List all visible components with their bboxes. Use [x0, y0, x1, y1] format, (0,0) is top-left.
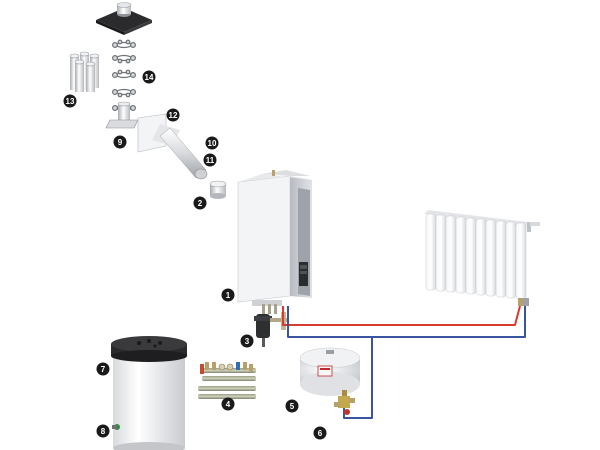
callout-pipe-end: 11 [203, 153, 217, 167]
callout-marker [96, 424, 110, 438]
callout-number: 8 [101, 427, 106, 436]
return-pipe [287, 306, 526, 419]
callout-number: 2 [198, 199, 203, 208]
callout-marker [166, 108, 180, 122]
radiator [424, 210, 540, 306]
callout-expansion-vessel: 5 [285, 399, 299, 413]
flow-pipe [282, 305, 521, 326]
flex-hoses [198, 362, 256, 399]
expansion-vessel [299, 347, 361, 396]
callout-marker [205, 136, 219, 150]
callout-number: 1 [226, 291, 231, 300]
extension-pipes [69, 51, 100, 92]
pipe-clamps [112, 39, 137, 112]
callout-marker [63, 94, 77, 108]
callout-number: 6 [318, 429, 323, 438]
callout-extension-pipes: 13 [63, 94, 77, 108]
boiler [237, 170, 312, 314]
pipe-end [209, 180, 227, 199]
callout-boiler: 1 [221, 288, 235, 302]
roof-flashing [96, 2, 152, 35]
callout-marker [113, 135, 127, 149]
callout-wall-cap: 2 [193, 196, 207, 210]
callout-flex-hoses: 4 [221, 397, 235, 411]
callout-number: 10 [208, 139, 217, 148]
callout-wall-bracket: 9 [113, 135, 127, 149]
tank-valve [112, 424, 120, 430]
callout-safety-group: 6 [313, 426, 327, 440]
callout-number: 11 [206, 156, 215, 165]
callout-marker [142, 70, 156, 84]
callout-number: 13 [66, 97, 75, 106]
callout-number: 14 [145, 73, 154, 82]
storage-tank [111, 336, 187, 450]
callout-flue-pipe: 10 [205, 136, 219, 150]
callout-number: 4 [226, 400, 231, 409]
callout-marker [313, 426, 327, 440]
callout-marker [285, 399, 299, 413]
wall-bracket [105, 101, 139, 129]
callout-number: 3 [245, 337, 250, 346]
callout-dirt-separator: 3 [240, 334, 254, 348]
callout-number: 12 [169, 111, 178, 120]
callout-wall-plate: 12 [166, 108, 180, 122]
vessel-label [317, 365, 333, 377]
callout-marker [193, 196, 207, 210]
callout-marker [240, 334, 254, 348]
flue-pipe [159, 127, 208, 180]
callout-marker [221, 397, 235, 411]
callout-number: 9 [118, 138, 123, 147]
callout-number: 7 [101, 365, 106, 374]
callout-storage-tank: 7 [96, 362, 110, 376]
safety-group [334, 390, 355, 415]
callout-number: 5 [290, 402, 295, 411]
callout-marker [203, 153, 217, 167]
callout-pipe-clamps: 14 [142, 70, 156, 84]
callout-marker [96, 362, 110, 376]
callout-tank-valve: 8 [96, 424, 110, 438]
callout-marker [221, 288, 235, 302]
